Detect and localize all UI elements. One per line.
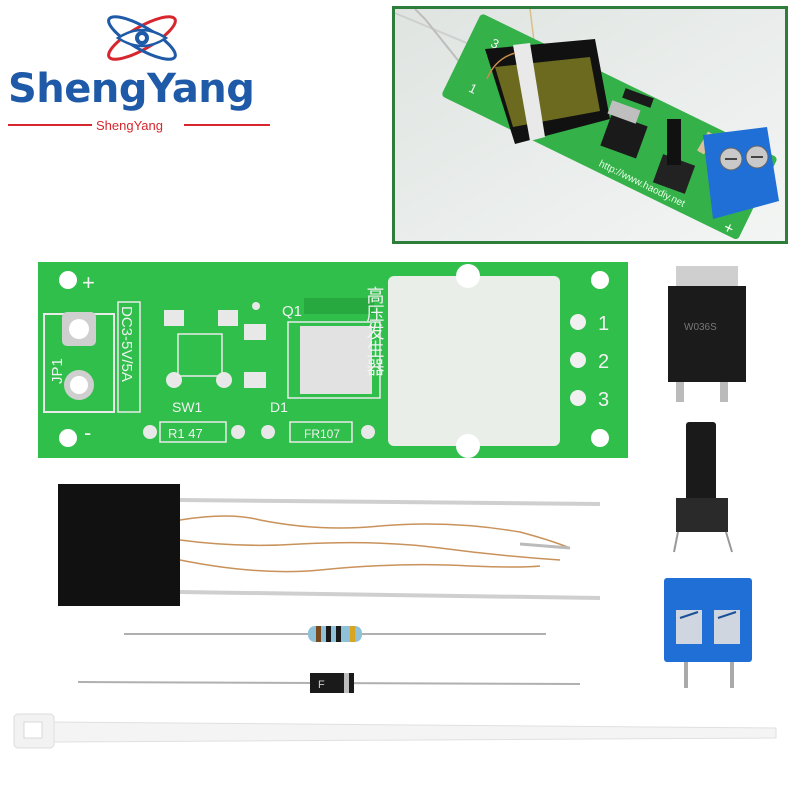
- inset-button-stem: [667, 119, 681, 165]
- pin-1-label: 1: [598, 313, 609, 335]
- pin-2-label: 2: [598, 351, 609, 373]
- brand-subtitle: ShengYang: [96, 118, 163, 133]
- eye-emblem-icon: [107, 15, 177, 61]
- inset-button: [652, 154, 696, 194]
- switch-label: SW1: [172, 399, 203, 415]
- pcb-minus: -: [84, 420, 91, 445]
- connector-label: JP1: [49, 358, 66, 384]
- mount-hole: [591, 271, 609, 289]
- pcb-chinese-title: 高压发生器: [364, 286, 385, 376]
- mount-hole: [59, 429, 77, 447]
- pin-3-label: 3: [598, 389, 609, 411]
- pcb-plus: +: [82, 270, 95, 295]
- cable-tie-part: [13, 713, 777, 749]
- brand-name: ShengYang: [8, 66, 255, 112]
- bare-pcb: + - JP1 DC3-5V/5A SW1 R1 47 Q1 D1 FR107 …: [38, 262, 628, 458]
- inset-mosfet: [600, 113, 648, 159]
- resistor-label: R1 47: [168, 426, 203, 441]
- q1-pad: [300, 326, 372, 394]
- inset-diode: [622, 88, 654, 108]
- inset-transformer: [485, 39, 610, 144]
- brand-logo: ShengYang ShengYang: [0, 0, 290, 140]
- resistor-part: [124, 626, 546, 642]
- assembled-board-illustration: 3 1 http://www.haodiy.net - +: [395, 9, 785, 241]
- mount-hole: [591, 429, 609, 447]
- terminal-block-part: [664, 578, 752, 688]
- diode-marking: F: [318, 679, 325, 691]
- brand-rule-right: [184, 124, 270, 126]
- mosfet-marking: W036S: [684, 322, 717, 333]
- power-rating-label: DC3-5V/5A: [118, 306, 135, 382]
- transformer-pad: [388, 276, 560, 446]
- diode-part-label: FR107: [304, 427, 340, 441]
- inset-terminal-block: [703, 127, 779, 219]
- assembled-board-photo: 3 1 http://www.haodiy.net - +: [392, 6, 788, 244]
- diode-part: F: [77, 673, 581, 693]
- brand-rule-left: [8, 124, 92, 126]
- diode-label: D1: [270, 399, 288, 415]
- transistor-label: Q1: [282, 303, 302, 320]
- hv-transformer-part: [58, 484, 601, 606]
- mosfet-part: W036S: [668, 266, 746, 402]
- mount-hole: [59, 271, 77, 289]
- push-button-part: [673, 422, 733, 553]
